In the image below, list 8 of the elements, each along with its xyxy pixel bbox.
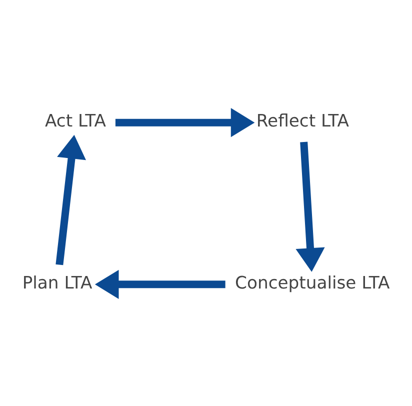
node-text: Reflect LTA: [256, 111, 350, 132]
node-text: Act LTA: [45, 111, 106, 132]
node-text: Plan LTA: [22, 272, 92, 293]
arrow: [56, 134, 86, 265]
arrow: [94, 269, 226, 298]
node-text: Conceptualise LTA: [235, 272, 390, 293]
arrow: [115, 108, 255, 137]
arrow: [296, 141, 325, 272]
